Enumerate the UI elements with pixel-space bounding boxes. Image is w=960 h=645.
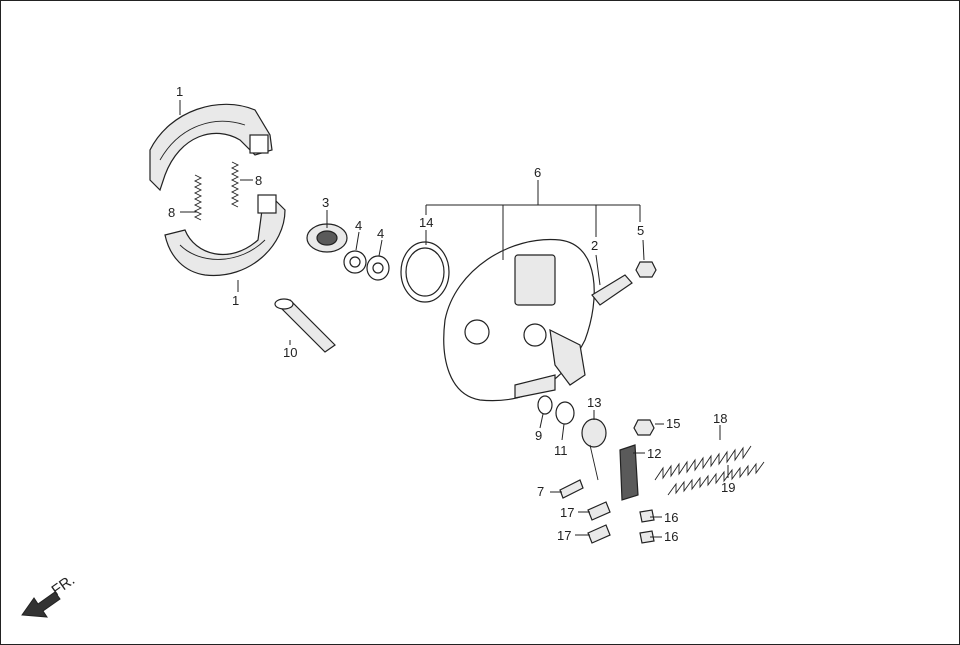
brake-shoe-lower bbox=[164, 194, 286, 277]
brake-arm bbox=[619, 444, 639, 501]
washer-b bbox=[366, 255, 390, 281]
callout-1-bottom: 1 bbox=[232, 293, 239, 308]
callout-9: 9 bbox=[535, 428, 542, 443]
callout-10: 10 bbox=[283, 345, 297, 360]
callout-2: 2 bbox=[591, 238, 598, 253]
callout-7: 7 bbox=[537, 484, 544, 499]
o-ring bbox=[537, 395, 553, 415]
nut bbox=[635, 261, 657, 278]
cam-gear bbox=[306, 223, 348, 253]
joint-lower bbox=[587, 524, 611, 544]
spring-right bbox=[230, 161, 240, 208]
callout-5: 5 bbox=[637, 223, 644, 238]
callout-15: 15 bbox=[666, 416, 680, 431]
callout-3: 3 bbox=[322, 195, 329, 210]
washer-a bbox=[343, 250, 367, 274]
callout-4-a: 4 bbox=[355, 218, 362, 233]
brake-panel bbox=[443, 238, 595, 402]
callout-8-b: 8 bbox=[168, 205, 175, 220]
pin-upper bbox=[639, 509, 655, 523]
callout-8-a: 8 bbox=[255, 173, 262, 188]
callout-1-top: 1 bbox=[176, 84, 183, 99]
arm-nut bbox=[633, 419, 655, 436]
camshaft bbox=[591, 274, 633, 306]
pin-lower bbox=[639, 530, 655, 544]
callout-14: 14 bbox=[419, 215, 433, 230]
long-spring-18 bbox=[654, 445, 752, 481]
callout-12: 12 bbox=[647, 446, 661, 461]
callout-6: 6 bbox=[534, 165, 541, 180]
joint-upper bbox=[587, 501, 611, 521]
callout-11: 11 bbox=[554, 443, 568, 458]
return-spring bbox=[581, 418, 607, 481]
long-spring-19 bbox=[667, 461, 765, 496]
spring-left bbox=[193, 174, 203, 221]
callout-16-a: 16 bbox=[664, 510, 678, 525]
dust-seal bbox=[400, 241, 450, 303]
leader-lines bbox=[179, 100, 729, 538]
anchor-pin bbox=[274, 298, 336, 353]
callout-19: 19 bbox=[721, 480, 735, 495]
callout-17-b: 17 bbox=[557, 528, 571, 543]
front-direction-arrow-icon bbox=[21, 591, 61, 618]
callout-17-a: 17 bbox=[560, 505, 574, 520]
callout-13: 13 bbox=[587, 395, 601, 410]
brake-shoe-upper bbox=[149, 103, 273, 192]
callout-4-b: 4 bbox=[377, 226, 384, 241]
bolt bbox=[559, 479, 584, 499]
callout-16-b: 16 bbox=[664, 529, 678, 544]
callout-18: 18 bbox=[713, 411, 727, 426]
indicator-plate bbox=[555, 401, 575, 425]
